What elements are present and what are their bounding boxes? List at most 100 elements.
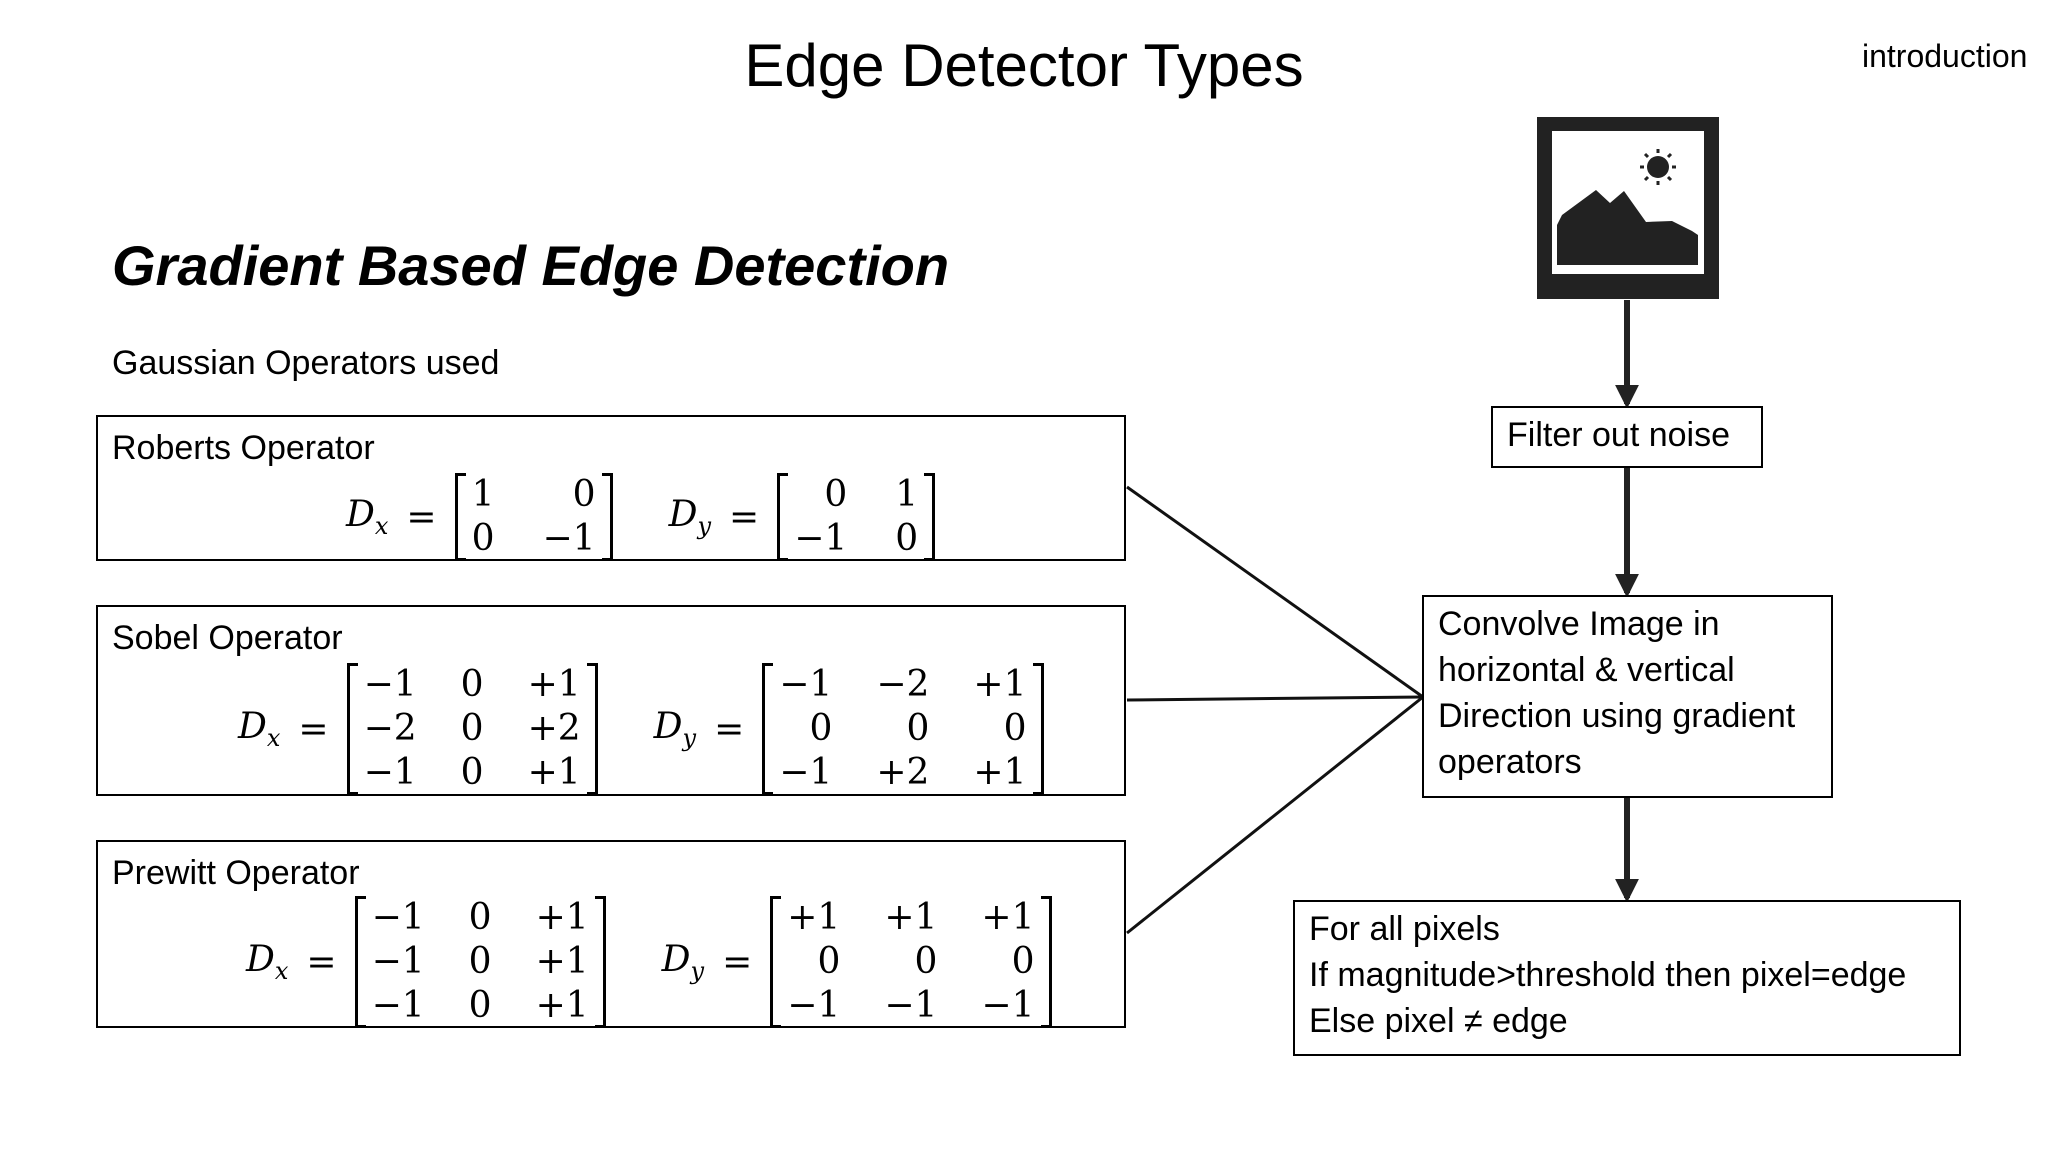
symbol-base: D: [346, 494, 375, 535]
matrix-cell: +1: [535, 941, 589, 982]
matrix-cell: 1: [471, 474, 495, 515]
symbol-base: D: [238, 706, 267, 747]
connector-roberts: [1126, 485, 1424, 699]
matrix-cell: −1: [981, 985, 1035, 1026]
dy-symbol: Dy: [654, 706, 696, 752]
flow-step-line: operators: [1438, 743, 1582, 781]
matrix-cell: 0: [895, 518, 919, 559]
matrix-cell: −1: [371, 985, 425, 1026]
symbol-subscript: x: [274, 957, 289, 985]
matrix-cell: 0: [1011, 941, 1035, 982]
convolve-box: Convolve Image in horizontal & vertical …: [1422, 595, 1833, 798]
equals-sign: =: [722, 941, 753, 983]
matrix-cell: −1: [542, 518, 596, 559]
symbol-subscript: x: [266, 724, 281, 752]
symbol-base: D: [668, 494, 698, 535]
flow-step-line: Convolve Image in: [1438, 605, 1720, 643]
equals-sign: =: [306, 941, 337, 983]
matrix-cell: 0: [468, 897, 492, 938]
dx-symbol: Dx: [346, 494, 388, 540]
matrix-cell: 0: [460, 752, 484, 793]
matrix-cell: 0: [460, 708, 484, 749]
section-heading: Gradient Based Edge Detection: [112, 234, 950, 297]
matrix-cell: 0: [809, 708, 833, 749]
matrix-cell: −1: [371, 941, 425, 982]
matrix-cell: 0: [1003, 708, 1027, 749]
matrix-cell: 0: [468, 985, 492, 1026]
matrix-cell: −1: [884, 985, 938, 1026]
matrix-cell: −1: [779, 752, 833, 793]
matrix-cell: +1: [884, 897, 938, 938]
matrix-cell: +2: [527, 708, 581, 749]
symbol-subscript: y: [690, 957, 705, 985]
matrix-cell: +1: [787, 897, 841, 938]
dy-symbol: Dy: [669, 494, 711, 540]
dx-symbol: Dx: [238, 706, 280, 752]
matrix-cell: 0: [460, 664, 484, 705]
matrix-cell: 0: [468, 941, 492, 982]
flow-step-line: horizontal & vertical: [1438, 651, 1735, 689]
matrix-cell: +1: [535, 985, 589, 1026]
matrix-cell: 0: [906, 708, 930, 749]
subheading: Gaussian Operators used: [112, 344, 500, 382]
matrix-cell: −1: [779, 664, 833, 705]
flow-step-line: Direction using gradient: [1438, 697, 1796, 735]
symbol-base: D: [653, 706, 683, 747]
image-picture-icon: [1537, 117, 1719, 299]
slide-title: Edge Detector Types: [744, 32, 1304, 99]
prewitt-dx-matrix: −1 0 +1 −1 0 +1 −1 0 +1: [354, 896, 606, 1028]
operator-label: Sobel Operator: [112, 619, 343, 657]
matrix-cell: 0: [914, 941, 938, 982]
matrix-cell: +1: [973, 752, 1027, 793]
symbol-subscript: x: [374, 512, 389, 540]
sobel-dx-matrix: −1 0 +1 −2 0 +2 −1 0 +1: [346, 663, 598, 795]
matrix-cell: −2: [363, 708, 417, 749]
threshold-box: For all pixels If magnitude>threshold th…: [1293, 900, 1961, 1056]
matrix-cell: 0: [572, 474, 596, 515]
dy-symbol: Dy: [662, 939, 704, 985]
matrix-cell: −1: [794, 518, 848, 559]
equals-sign: =: [406, 496, 437, 538]
flow-step-line: Else pixel ≠ edge: [1309, 1002, 1568, 1040]
matrix-cell: 0: [471, 518, 495, 559]
matrix-cell: +2: [876, 752, 930, 793]
equals-sign: =: [729, 496, 760, 538]
matrix-cell: −1: [363, 752, 417, 793]
matrix-cell: −1: [787, 985, 841, 1026]
operator-label: Roberts Operator: [112, 429, 375, 467]
connector-sobel: [1126, 695, 1424, 702]
matrix-cell: +1: [981, 897, 1035, 938]
matrix-cell: 0: [824, 474, 848, 515]
matrix-cell: 0: [817, 941, 841, 982]
matrix-cell: −2: [876, 664, 930, 705]
matrix-cell: 1: [895, 474, 919, 515]
symbol-base: D: [661, 939, 691, 980]
matrix-cell: +1: [973, 664, 1027, 705]
matrix-cell: +1: [535, 897, 589, 938]
matrix-cell: +1: [527, 664, 581, 705]
equals-sign: =: [714, 708, 745, 750]
filter-noise-box: Filter out noise: [1491, 406, 1763, 468]
dx-symbol: Dx: [246, 939, 288, 985]
operator-label: Prewitt Operator: [112, 854, 360, 892]
section-tag: introduction: [1862, 38, 2028, 74]
symbol-subscript: y: [697, 512, 712, 540]
matrix-cell: −1: [363, 664, 417, 705]
matrix-cell: −1: [371, 897, 425, 938]
flow-step-line: If magnitude>threshold then pixel=edge: [1309, 956, 1907, 994]
connector-prewitt: [1126, 695, 1424, 935]
symbol-base: D: [246, 939, 275, 980]
equals-sign: =: [298, 708, 329, 750]
flow-step-line: For all pixels: [1309, 910, 1500, 948]
matrix-cell: +1: [527, 752, 581, 793]
